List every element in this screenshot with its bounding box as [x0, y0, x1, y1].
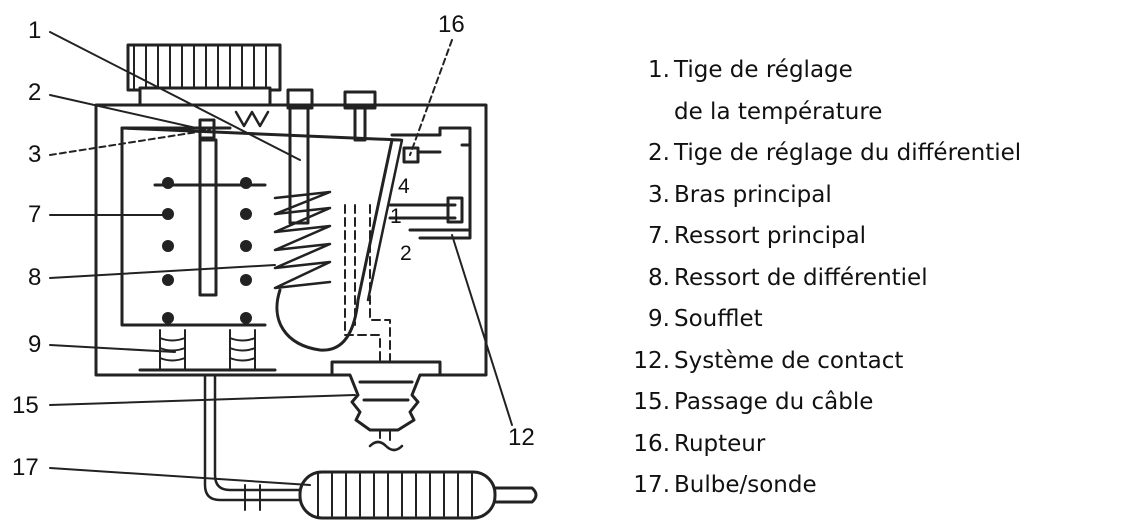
legend-item: 8. Ressort de différentiel [622, 258, 1117, 300]
inner-label-2: 2 [400, 242, 412, 265]
legend-number: 17. [633, 472, 670, 498]
lever [275, 138, 394, 352]
legend-item: 7. Ressort principal [622, 216, 1117, 258]
main-spring-coils [162, 177, 252, 324]
callout-3: 3 [28, 141, 41, 168]
legend-label: Bulbe/sonde [674, 472, 817, 498]
legend-label: Bras principal [674, 181, 832, 208]
legend-label: Ressort de différentiel [674, 264, 928, 291]
top-spring [234, 110, 270, 128]
legend-number: 3. [648, 181, 670, 208]
main-arm [120, 126, 402, 142]
legend-item: 1. Tige de réglage de la température [622, 50, 1117, 133]
differential-spring [273, 190, 332, 290]
legend-label: Soufflet [674, 306, 763, 332]
temperature-rod [288, 106, 310, 225]
legend-number: 8. [648, 264, 670, 291]
legend-item: 3. Bras principal [622, 175, 1117, 217]
capillary-tube [203, 373, 302, 502]
contact-system [388, 126, 472, 240]
legend-label: Tige de réglage de la température [674, 57, 883, 125]
legend-item: 2. Tige de réglage du différentiel [622, 133, 1117, 175]
legend-number: 15. [633, 389, 670, 415]
legend-label: Système de contact [674, 347, 904, 374]
callout-2: 2 [28, 79, 41, 106]
legend-number: 2. [648, 140, 670, 166]
legend-item: 15. Passage du câble [622, 382, 1117, 424]
thermostat-diagram: 1 2 3 7 8 9 15 17 16 12 4 1 2 [12, 11, 538, 520]
callout-9: 9 [28, 331, 41, 358]
legend-item: 9. Soufflet [622, 299, 1117, 341]
legend-item: 17. Bulbe/sonde [622, 465, 1117, 507]
legend-item: 12. Système de contact [622, 341, 1117, 383]
legend-number: 9. [648, 306, 670, 332]
top-screws [286, 88, 377, 142]
legend-label: Ressort principal [674, 223, 867, 249]
callout-12: 12 [508, 424, 535, 451]
inner-label-4: 4 [398, 175, 410, 198]
legend-number: 16. [633, 430, 670, 457]
legend-label: Tige de réglage du différentiel [674, 140, 1022, 166]
callout-17: 17 [12, 454, 39, 481]
legend-label: Passage du câble [674, 389, 874, 415]
legend-item: 16. Rupteur [622, 424, 1117, 466]
legend: 1. Tige de réglage de la température 2. … [622, 50, 1117, 507]
inner-label-1: 1 [390, 205, 402, 228]
legend-number: 7. [648, 223, 670, 249]
dial-knob [126, 43, 282, 107]
legend-label: Rupteur [674, 430, 766, 457]
callout-15: 15 [12, 392, 39, 419]
bellows [138, 323, 277, 372]
callout-1: 1 [28, 17, 41, 44]
callout-16: 16 [438, 11, 465, 38]
callout-7: 7 [28, 201, 41, 228]
bulb-sensor [298, 470, 538, 520]
legend-number: 1. [648, 57, 670, 83]
inner-frame [120, 126, 264, 327]
leader-lines [49, 31, 513, 486]
legend-number: 12. [633, 347, 670, 374]
housing [94, 103, 488, 377]
callout-8: 8 [28, 264, 41, 291]
main-spring-rod [198, 138, 218, 297]
cable-gland [330, 360, 442, 452]
